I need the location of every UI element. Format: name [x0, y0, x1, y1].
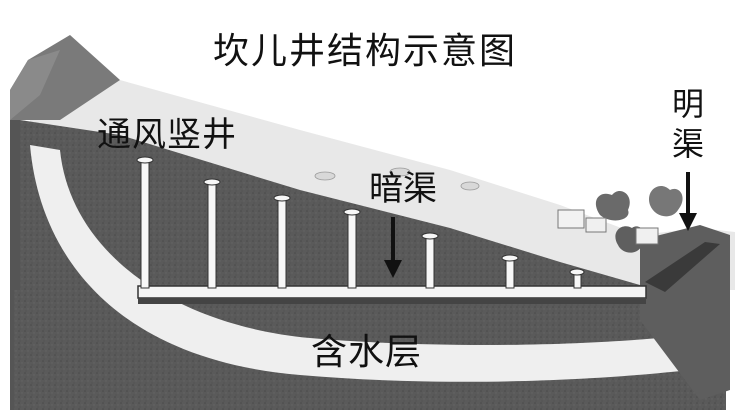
shaft-mouth: [501, 254, 519, 262]
shaft-mouth: [273, 194, 291, 202]
house: [635, 227, 659, 245]
shafts: [136, 156, 585, 289]
shaft-mouth: [421, 232, 439, 240]
mountain-block: [10, 35, 120, 120]
shaft-mouth: [136, 156, 154, 164]
shaft: [425, 235, 435, 289]
canal-bed: [138, 298, 646, 304]
tree: [595, 190, 630, 221]
village: [557, 185, 683, 253]
shaft: [140, 159, 150, 289]
earth-layer: [20, 120, 640, 300]
diagram-title: 坎儿井结构示意图: [213, 31, 518, 72]
open-canal-label: 明渠: [671, 85, 704, 163]
shaft: [505, 257, 515, 289]
shaft-mouth: [343, 208, 361, 216]
shaft-mouth: [569, 268, 585, 276]
house: [557, 209, 585, 229]
mountain-face: [10, 50, 60, 120]
shaft-mouth: [203, 178, 221, 186]
aquifer-label: 含水层: [311, 332, 423, 373]
underground-canal-label: 暗渠: [369, 169, 437, 209]
ventilation-shaft-label: 通风竖井: [97, 115, 237, 155]
house: [585, 217, 607, 233]
open-canal-arrow: [679, 172, 697, 231]
canal-arrow: [384, 217, 402, 278]
shaft: [277, 197, 287, 289]
aquifer-band: [30, 145, 690, 382]
open-canal-channel: [645, 242, 720, 292]
tree: [649, 185, 683, 217]
right-ground-block: [640, 225, 730, 400]
shaft: [347, 211, 357, 289]
shaft: [207, 181, 217, 289]
surface-mounds: [314, 167, 480, 191]
